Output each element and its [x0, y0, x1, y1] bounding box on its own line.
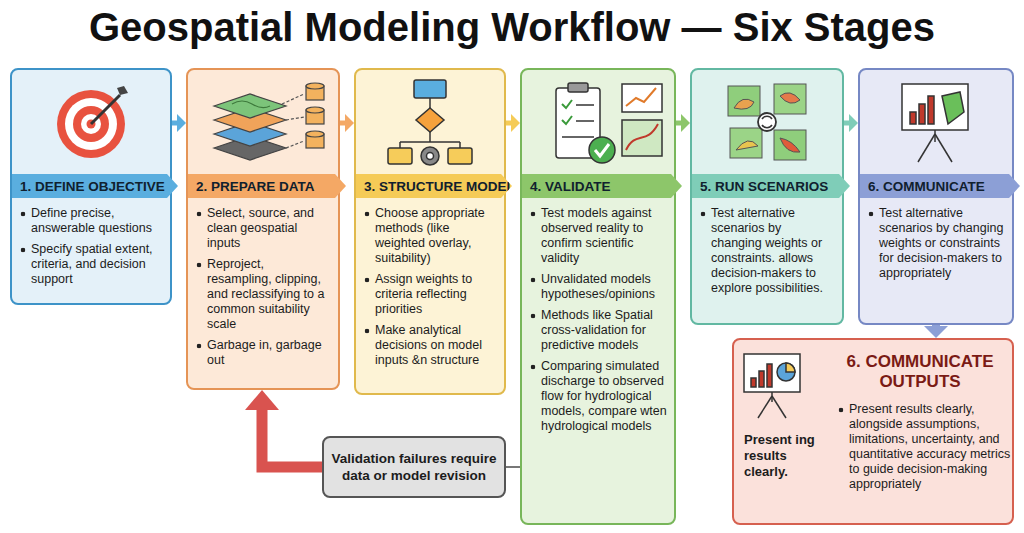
- bullet-text: Select, source, and clean geospatial inp…: [196, 206, 331, 251]
- arrowhead: [924, 326, 948, 338]
- bullet-text: Test models against observed reality to …: [530, 206, 667, 266]
- stage-heading-band: 6. COMMUNICATE: [860, 174, 1020, 198]
- stage-heading: 1. DEFINE OBJECTIVE: [12, 179, 179, 194]
- target-icon: [57, 86, 128, 158]
- bullet-text: Assign weights to criteria reflecting pr…: [364, 272, 497, 317]
- bullet-text: Present results clearly, alongside assum…: [838, 402, 1017, 492]
- stage-heading-band: 2. PREPARE DATA: [188, 174, 346, 198]
- stage-body: Select, source, and clean geospatial inp…: [196, 206, 331, 374]
- bullet-text: Specify spatial extent, criteria, and de…: [20, 242, 163, 287]
- stage-body: Define precise, answerable questionsSpec…: [20, 206, 163, 293]
- stage-heading: 5. RUN SCENARIOS: [692, 179, 842, 194]
- bullet-text: Define precise, answerable questions: [20, 206, 163, 236]
- bullet-text: Garbage in, garbage out: [196, 338, 331, 368]
- bullet-text: Reproject, resampling, clipping, and rec…: [196, 257, 331, 332]
- stage-heading-band: 5. RUN SCENARIOS: [692, 174, 850, 198]
- outputs-board-icon: [744, 354, 800, 418]
- bullet-text: Test alternative scenarios by changing w…: [868, 206, 1005, 281]
- flow-arrow: [172, 114, 186, 132]
- presentation-board-icon: [902, 84, 968, 162]
- flow-arrow: [924, 325, 948, 338]
- stage-heading-band: 1. DEFINE OBJECTIVE: [12, 174, 178, 198]
- validation-clipboard-icon: [556, 83, 662, 163]
- feedback-callout: Validation failures require data or mode…: [322, 436, 506, 498]
- stage-heading-band: 3. STRUCTURE MODEL: [356, 174, 512, 198]
- connector-line: [506, 466, 520, 468]
- bullet-text: Test alternative scenarios by changing w…: [700, 206, 835, 296]
- diagram-title: Geospatial Modeling Workflow — Six Stage…: [8, 2, 1016, 52]
- bullet-text: Comparing simulated discharge to observe…: [530, 359, 667, 434]
- bullet-text: Unvalidated models hypotheses/opinions: [530, 272, 667, 302]
- scenario-maps-icon: [728, 84, 806, 160]
- stage-heading: 2. PREPARE DATA: [188, 179, 329, 194]
- flow-arrow: [340, 114, 354, 132]
- arrowhead: [849, 114, 858, 132]
- bullet-text: Choose appropriate methods (like weighte…: [364, 206, 497, 266]
- flow-arrow: [844, 114, 858, 132]
- lead-text: Present ing results clearly.: [744, 432, 830, 480]
- stage-body: Test alternative scenarios by changing w…: [868, 206, 1005, 287]
- stage-heading: 6. COMMUNICATE: [860, 179, 999, 194]
- arrowhead: [345, 114, 354, 132]
- feedback-arrow: [245, 390, 322, 467]
- flowchart-icon: [388, 80, 472, 165]
- bullet-text: Make analytical decisions on model input…: [364, 323, 497, 368]
- callout-text: Validation failures require data or mode…: [324, 450, 504, 484]
- stage-box: 5. RUN SCENARIOS Test alternative scenari…: [690, 68, 844, 325]
- stage-body: Choose appropriate methods (like weighte…: [364, 206, 497, 374]
- outputs-heading: 6. COMMUNICATE OUTPUTS: [834, 352, 1006, 392]
- stage-heading: 3. STRUCTURE MODEL: [356, 179, 529, 194]
- arrowhead: [177, 114, 186, 132]
- flow-arrow: [676, 114, 690, 132]
- flow-arrow: [506, 467, 520, 468]
- flow-arrow: [506, 114, 520, 132]
- stage-body: Test models against observed reality to …: [530, 206, 667, 440]
- stage-body: Test alternative scenarios by changing w…: [700, 206, 835, 302]
- arrowhead: [681, 114, 690, 132]
- stage-heading-band: 4. VALIDATE: [522, 174, 682, 198]
- arrowhead: [511, 114, 520, 132]
- bullet-text: Methods like Spatial cross-validation fo…: [530, 308, 667, 353]
- connector-line: [262, 409, 322, 467]
- data-layers-icon: [214, 83, 324, 160]
- stage-heading: 4. VALIDATE: [522, 179, 625, 194]
- arrowhead: [245, 390, 279, 410]
